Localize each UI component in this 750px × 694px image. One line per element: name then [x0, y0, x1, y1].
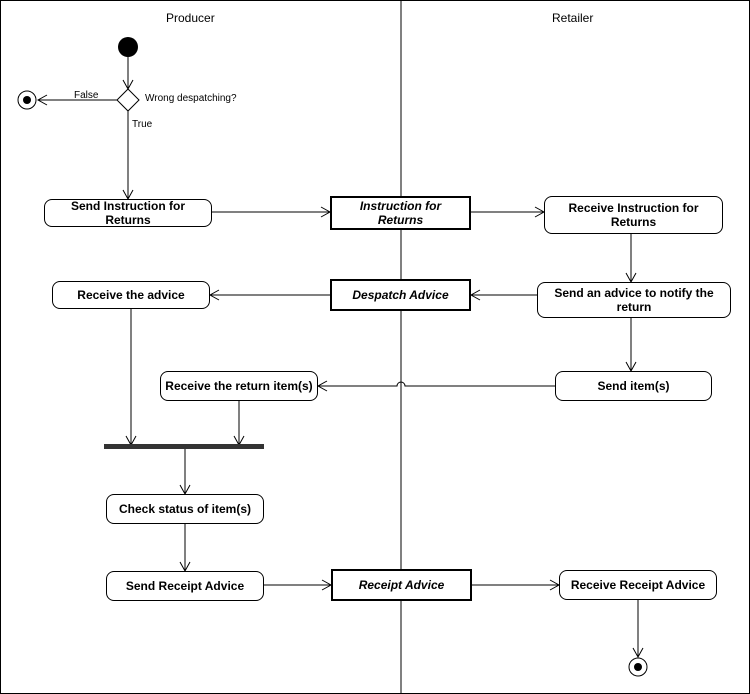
lane-title-retailer: Retailer	[552, 11, 594, 25]
decision-true-label: True	[132, 119, 153, 130]
final-node-false-dot	[23, 96, 31, 104]
action-receive-receipt-advice[interactable]: Receive Receipt Advice	[559, 570, 717, 600]
object-instruction-for-returns[interactable]: Instruction for Returns	[330, 196, 471, 230]
action-receive-the-return-items[interactable]: Receive the return item(s)	[160, 371, 318, 401]
decision-false-label: False	[74, 90, 99, 101]
action-send-items[interactable]: Send item(s)	[555, 371, 712, 401]
action-receive-the-advice[interactable]: Receive the advice	[52, 281, 210, 309]
object-receipt-advice[interactable]: Receipt Advice	[331, 569, 472, 601]
join-bar	[104, 444, 264, 449]
decision-node	[116, 88, 140, 112]
object-despatch-advice[interactable]: Despatch Advice	[330, 279, 471, 311]
flow-send-items-to-receive-items	[316, 380, 555, 392]
action-receive-instruction-for-returns[interactable]: Receive Instruction for Returns	[544, 196, 723, 234]
action-send-instruction-for-returns[interactable]: Send Instruction for Returns	[44, 199, 212, 227]
lane-title-producer: Producer	[166, 11, 215, 25]
final-node-end-dot	[634, 663, 642, 671]
action-send-advice-notify-return[interactable]: Send an advice to notify the return	[537, 282, 731, 318]
decision-question-label: Wrong despatching?	[145, 93, 237, 104]
action-send-receipt-advice[interactable]: Send Receipt Advice	[106, 571, 264, 601]
initial-node	[118, 37, 138, 57]
action-check-status-of-items[interactable]: Check status of item(s)	[106, 494, 264, 524]
